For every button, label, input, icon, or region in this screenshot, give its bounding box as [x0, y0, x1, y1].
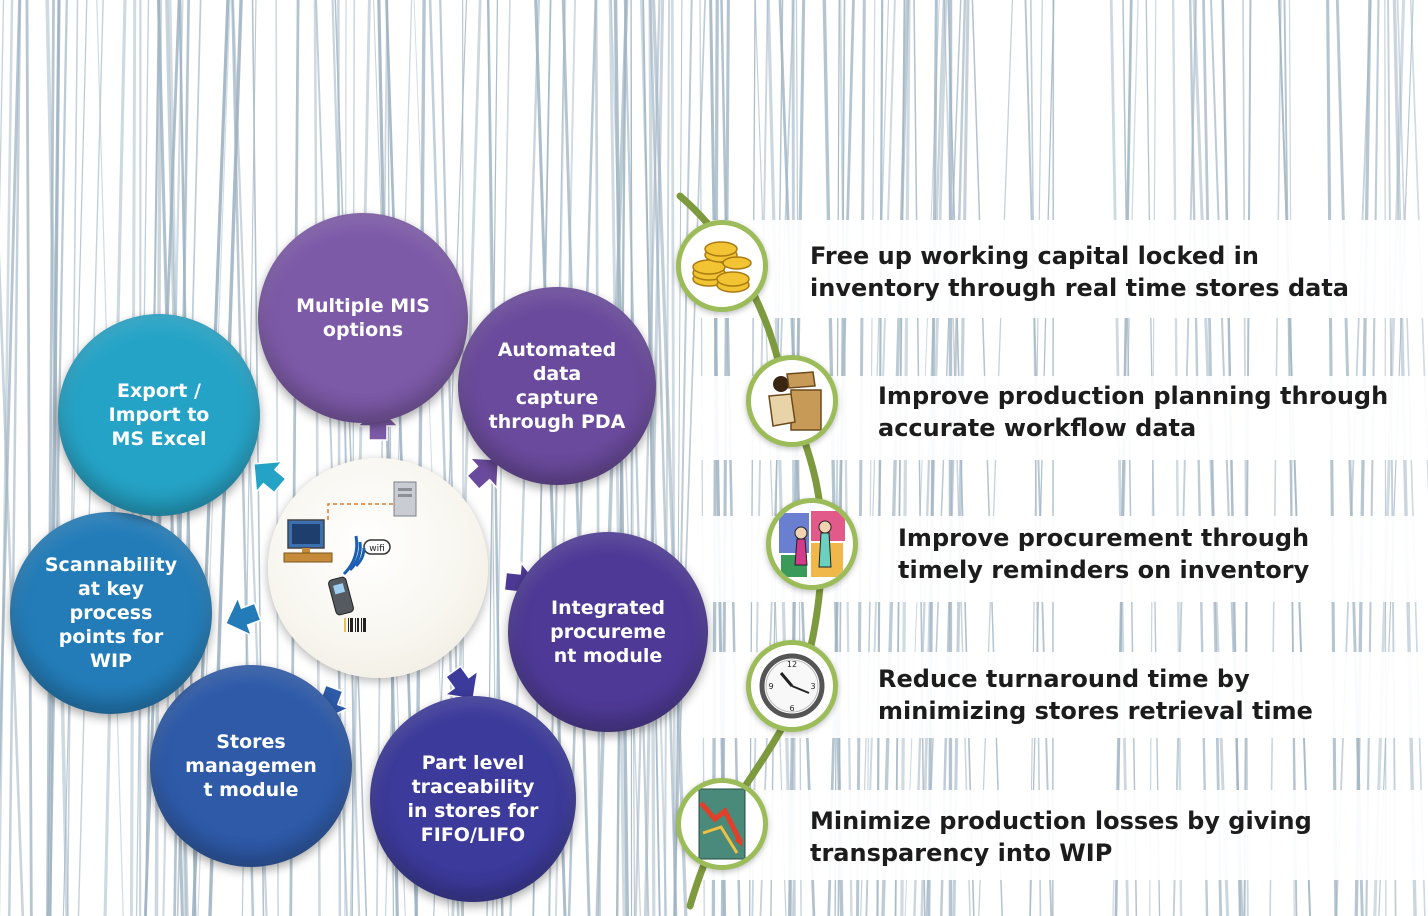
background-line [46, 0, 55, 916]
benefit-text-line: Improve production planning through [878, 382, 1389, 410]
background-line [0, 250, 25, 916]
feature-label-line: capture [515, 387, 599, 409]
background-line [643, 0, 665, 916]
background-line [0, 0, 5, 218]
benefit-text-line: timely reminders on inventory [898, 556, 1310, 584]
benefit-text: Improve production planning through accur… [878, 380, 1388, 444]
feature-label-line: WIP [90, 650, 132, 672]
feature-label-line: Integrated [551, 597, 665, 619]
background-line [0, 0, 21, 800]
feature-label-line: Stores [216, 731, 286, 753]
background-line [630, 0, 635, 916]
background-line [670, 0, 677, 916]
feature-label-line: managemen [185, 755, 317, 777]
benefit-text-line: Minimize production losses by giving [810, 807, 1312, 835]
feature-label-line: through PDA [488, 411, 626, 433]
feature-label-line: at key [78, 578, 144, 600]
benefit-text: Reduce turnaround time by minimizing stor… [878, 663, 1313, 727]
feature-label-line: in stores for [407, 800, 539, 822]
falling-chart-icon [676, 778, 768, 870]
svg-text:3: 3 [810, 682, 815, 691]
arrow-icon [466, 457, 500, 491]
benefit-text: Free up working capital locked in invento… [810, 240, 1349, 304]
background-line [349, 0, 371, 916]
feature-label-line: procureme [550, 621, 666, 643]
background-line [663, 0, 671, 916]
feature-label-line: MS Excel [111, 428, 207, 450]
feature-label-line: Export / [117, 380, 201, 402]
background-line [334, 0, 368, 916]
network-devices-icon: wifi [283, 481, 417, 632]
feature-label-line: nt module [553, 645, 663, 667]
benefit-text-line: transparency into WIP [810, 839, 1113, 867]
background-line [634, 0, 661, 916]
benefit-text-backdrop [700, 220, 1428, 318]
benefit-text-line: Improve procurement through [898, 524, 1310, 552]
benefit-text-line: minimizing stores retrieval time [878, 697, 1313, 725]
background-line [25, 0, 33, 916]
feature-label-line: t module [203, 779, 299, 801]
background-line [673, 0, 693, 916]
coins-icon [676, 220, 768, 312]
center-hub: wifi [268, 458, 488, 678]
svg-text:9: 9 [768, 682, 773, 691]
feature-label-line: options [322, 319, 404, 341]
background-line [610, 0, 642, 916]
feature-label-line: Scannability [44, 554, 178, 576]
background-line [351, 0, 355, 916]
benefit-text-line: Free up working capital locked in [810, 242, 1259, 270]
feature-label-line: process [69, 602, 153, 624]
svg-text:12: 12 [787, 660, 797, 669]
benefit-text-line: accurate workflow data [878, 414, 1197, 442]
feature-label-line: Import to [108, 404, 210, 426]
feature-label-line: traceability [411, 776, 535, 798]
benefit-text: Minimize production losses by giving tran… [810, 805, 1312, 869]
benefit-text-backdrop [700, 790, 1428, 880]
wifi-label: wifi [369, 544, 385, 554]
feature-label-line: Part level [421, 752, 525, 774]
workers-icon [746, 355, 838, 447]
background-line [8, 0, 22, 916]
arrow-icon [253, 460, 287, 494]
feature-label-line: points for [58, 626, 164, 648]
background-line [648, 0, 656, 916]
feature-label-line: data [532, 363, 582, 385]
shopping-icon [766, 498, 858, 590]
benefit-text: Improve procurement through timely remind… [898, 522, 1309, 586]
svg-text:6: 6 [789, 704, 794, 713]
background-line [623, 0, 650, 916]
benefit-text-line: Reduce turnaround time by [878, 665, 1250, 693]
benefit-text-line: inventory through real time stores data [810, 274, 1349, 302]
arrow-icon [224, 595, 262, 637]
feature-label-line: Automated [497, 339, 617, 361]
background-line [45, 0, 69, 916]
clock-icon: 12 3 6 9 [746, 640, 838, 732]
feature-label-line: FIFO/LIFO [420, 824, 526, 846]
background-line [47, 0, 60, 916]
feature-label-line: Multiple MIS [296, 295, 430, 317]
